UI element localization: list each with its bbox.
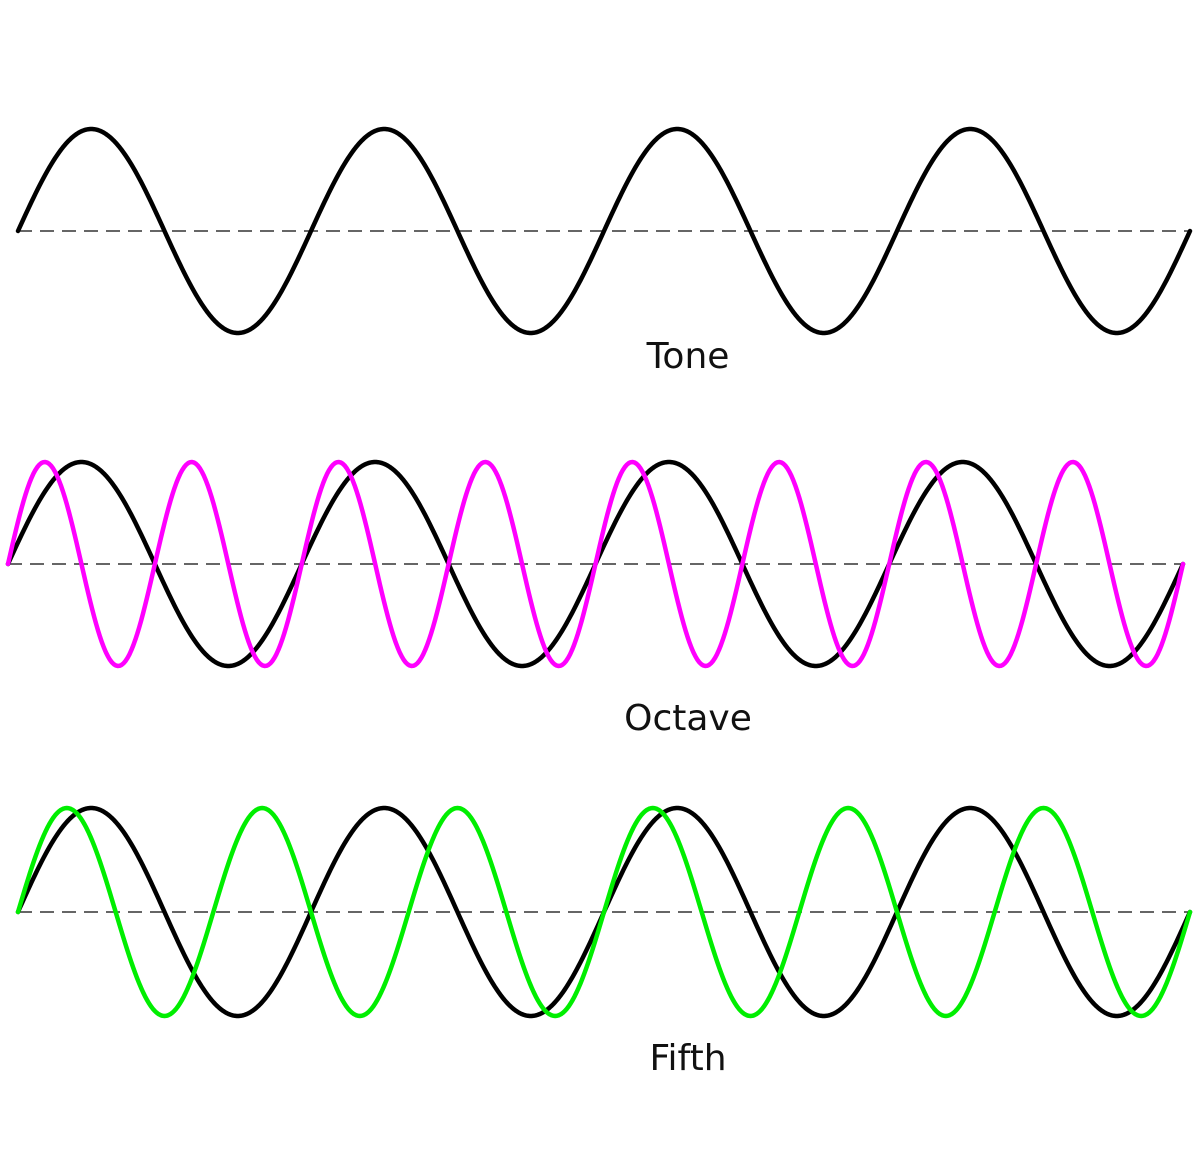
fifth-label: Fifth xyxy=(649,1038,726,1079)
octave-octave-wave xyxy=(5,459,1186,669)
fifth-fifth-wave xyxy=(15,805,1193,1019)
panel-octave: Octave xyxy=(5,459,1186,739)
panel-tone: Tone xyxy=(15,126,1193,377)
octave-label: Octave xyxy=(624,698,752,739)
octave-waves xyxy=(5,459,1186,669)
tone-base-wave xyxy=(15,126,1193,336)
fifth-waves xyxy=(15,805,1193,1019)
tone-waves xyxy=(15,126,1193,336)
tone-label: Tone xyxy=(646,336,730,377)
panel-fifth: Fifth xyxy=(15,805,1193,1079)
